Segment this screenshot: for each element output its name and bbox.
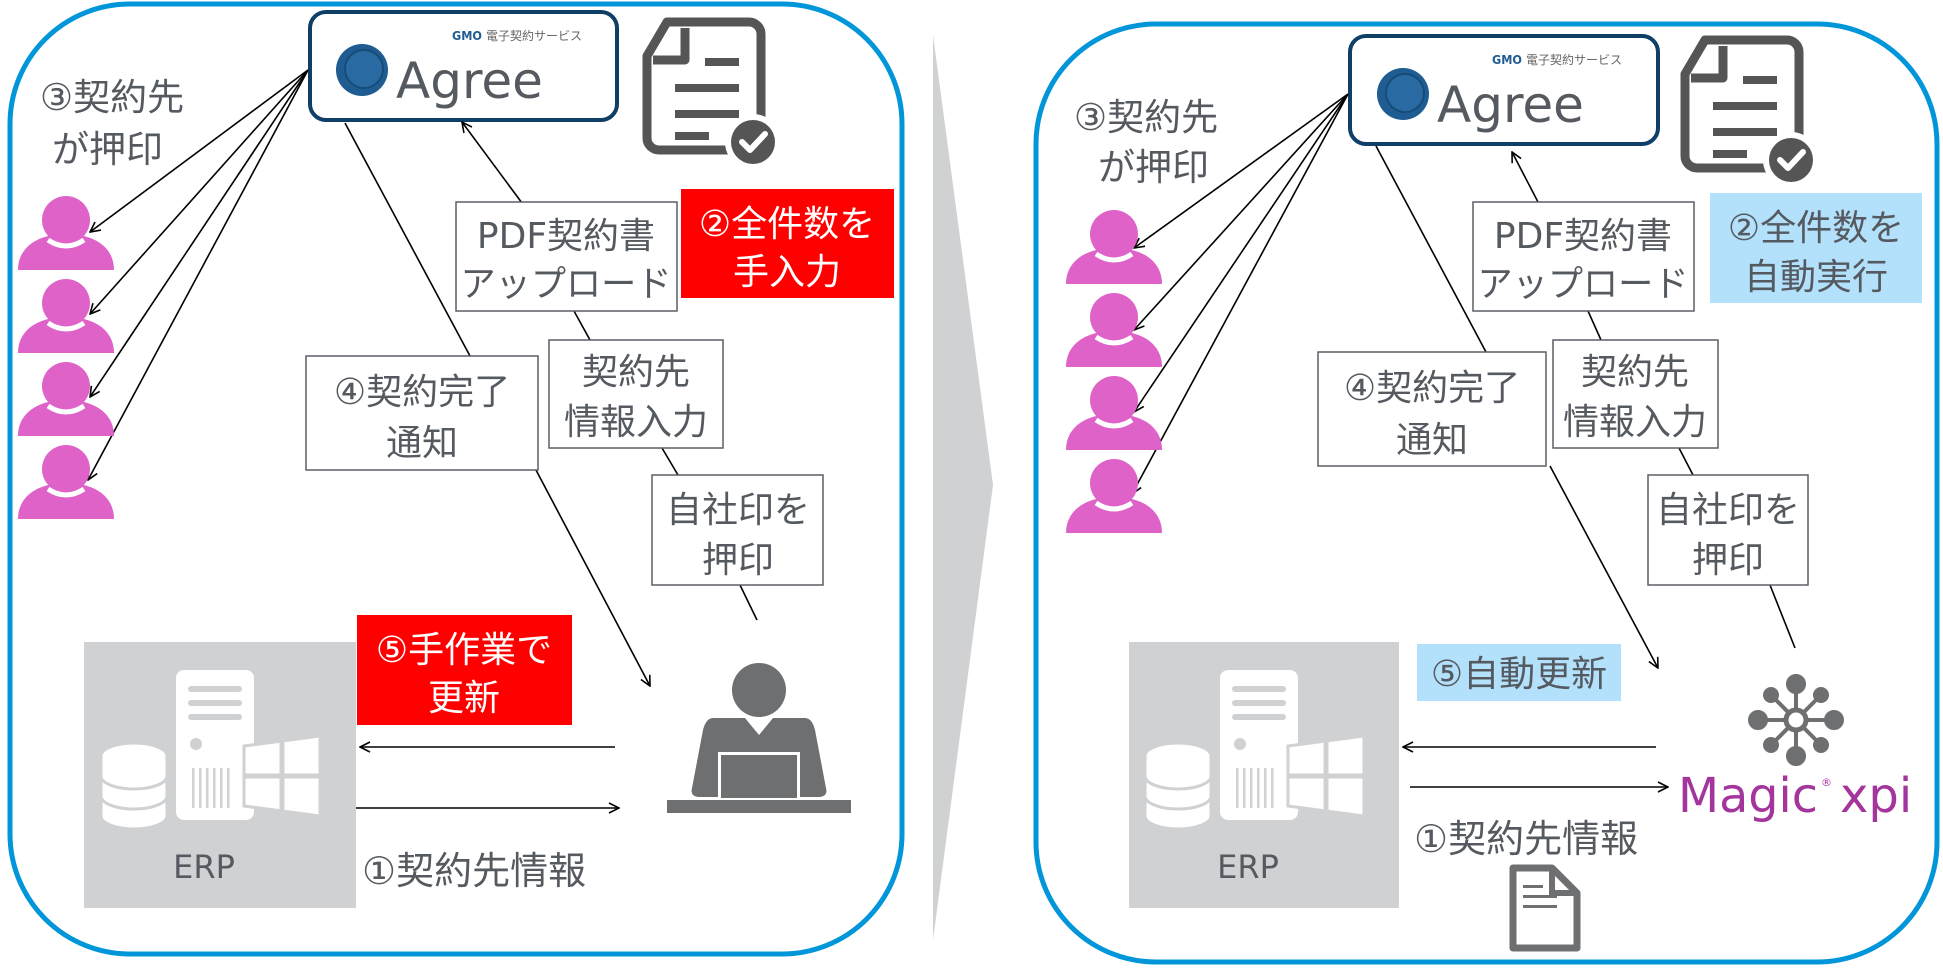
step5-label: ⑤自動更新 [1431, 654, 1607, 695]
counterparty-input-box: 契約先 情報入力 [548, 339, 724, 449]
erp-system: ERP [1129, 642, 1399, 908]
agree-logo-text: Agree [396, 52, 543, 110]
step2-manual-badge: ②全件数を 手入力 [681, 189, 894, 298]
stamp-to-input-line [661, 447, 679, 476]
step3-label-line2: が押印 [52, 128, 163, 171]
step1-label: ①契約先情報 [1414, 817, 1638, 861]
input-line1: 契約先 [1581, 352, 1689, 393]
step3-label-line1: ③契約先 [1074, 96, 1218, 139]
agree-seal-icon [1376, 67, 1430, 121]
step3-label-line2: が押印 [1098, 146, 1209, 189]
office-worker-icon [667, 663, 851, 813]
input-to-upload-line [573, 310, 591, 341]
company-stamp-box: 自社印を 押印 [1647, 474, 1809, 586]
step2-line2: 自動実行 [1744, 257, 1888, 298]
magic-xpi-logo: Magic ® xpi [1678, 768, 1912, 824]
xpi-to-stamp-line [1769, 584, 1796, 649]
upload-arrow [1512, 152, 1539, 203]
notify-arrow [535, 469, 650, 686]
pdf-upload-line1: PDF契約書 [477, 216, 655, 257]
signature-request-arrows [88, 69, 309, 480]
signature-request-arrows [1132, 93, 1349, 494]
stamp-to-input-line [1678, 447, 1694, 476]
step2-auto-badge: ②全件数を 自動実行 [1710, 193, 1922, 303]
pdf-upload-box: PDF契約書 アップロード [1472, 201, 1695, 312]
input-line2: 情報入力 [1563, 402, 1707, 443]
before-panel: GMO 電子契約サービス Agree ③契約先 が押印 PDF契約書 アップロー… [7, 1, 905, 957]
magic-product-text: xpi [1840, 768, 1912, 824]
contract-info-file-icon [1509, 864, 1581, 952]
erp-system: ERP [84, 642, 356, 908]
step1-label: ①契約先情報 [362, 849, 586, 893]
agree-service-box: GMO 電子契約サービス Agree [308, 10, 619, 122]
input-line1: 契約先 [582, 352, 690, 393]
erp-label: ERP [1217, 848, 1279, 886]
step2-line1: ②全件数を [1728, 208, 1904, 249]
pdf-upload-line2: アップロード [1478, 264, 1689, 305]
stamp-line1: 自社印を [666, 490, 810, 531]
agree-service-box: GMO 電子契約サービス Agree [1348, 34, 1660, 146]
agree-service-text: 電子契約サービス [1526, 52, 1622, 67]
step5-line2: 更新 [428, 678, 500, 719]
stamp-line2: 押印 [1692, 540, 1764, 581]
company-stamp-box: 自社印を 押印 [651, 474, 824, 586]
agree-to-notify-line [344, 122, 471, 357]
worker-to-stamp-line [739, 584, 758, 621]
step4-line1: ④契約完了 [334, 372, 510, 413]
erp-label: ERP [173, 848, 235, 886]
step4-line2: 通知 [1396, 420, 1468, 461]
step4-notify-box: ④契約完了 通知 [305, 355, 539, 471]
agree-seal-icon [335, 43, 389, 97]
agree-gmo-text: GMO [452, 29, 482, 43]
magic-registered-mark: ® [1821, 776, 1832, 789]
transition-chevron-icon [933, 35, 993, 940]
magic-xpi-hub-icon [1748, 674, 1844, 766]
stamp-line2: 押印 [702, 540, 774, 581]
step2-line1: ②全件数を [699, 204, 875, 245]
pdf-upload-line2: アップロード [461, 264, 672, 305]
pdf-upload-box: PDF契約書 アップロード [455, 201, 678, 312]
step5-line1: ⑤手作業で [376, 630, 552, 671]
pdf-upload-line1: PDF契約書 [1494, 216, 1672, 257]
stamp-line1: 自社印を [1656, 490, 1800, 531]
agree-service-text: 電子契約サービス [486, 28, 582, 43]
counterparty-input-box: 契約先 情報入力 [1552, 339, 1719, 449]
notify-arrow [1549, 465, 1658, 668]
input-to-upload-line [1587, 310, 1602, 341]
step4-line2: 通知 [386, 423, 458, 464]
agree-gmo-text: GMO [1492, 53, 1522, 67]
step2-line2: 手入力 [733, 252, 841, 293]
step3-label-line1: ③契約先 [40, 76, 184, 119]
magic-logo-text: Magic [1678, 768, 1818, 824]
upload-arrow [462, 122, 523, 204]
after-panel: GMO 電子契約サービス Agree ③契約先 が押印 PDF契約書 アップロー… [1033, 21, 1940, 965]
step4-notify-box: ④契約完了 通知 [1317, 351, 1547, 467]
step4-line1: ④契約完了 [1344, 368, 1520, 409]
agree-logo-text: Agree [1437, 76, 1584, 134]
agree-to-notify-line [1375, 145, 1487, 353]
step5-auto-badge: ⑤自動更新 [1417, 644, 1621, 701]
input-line2: 情報入力 [564, 402, 708, 443]
step5-manual-badge: ⑤手作業で 更新 [357, 615, 572, 725]
